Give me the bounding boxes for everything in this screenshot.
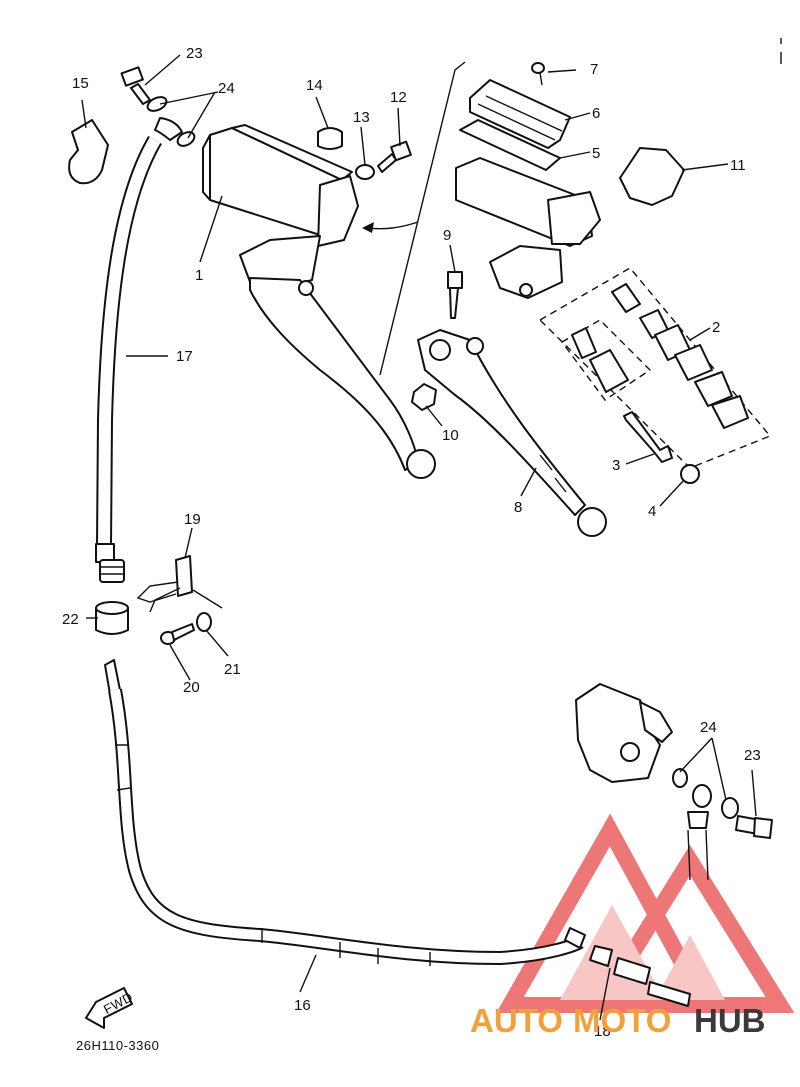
leader-lines	[81, 54, 757, 1021]
wordmark-hub: HUB	[694, 1002, 766, 1039]
part-23-banjo-bolt-lower	[735, 815, 773, 839]
callout-9: 9	[443, 227, 451, 244]
part-24-washer-e	[721, 797, 739, 819]
hose-lower-right	[687, 811, 709, 881]
wordmark-auto: AUTO	[470, 1002, 563, 1039]
callout-7: 7	[590, 61, 598, 78]
callout-labels: 23 24 15 14 13 12 7 6 5 11 1 9 2 3 4 8 1…	[62, 45, 761, 1040]
diagram-code: 26H110-3360	[76, 1038, 159, 1053]
part-18-fitting	[564, 927, 691, 1007]
automotohub-wordmark: AUTO MOTO HUB	[470, 1002, 766, 1039]
callout-17: 17	[176, 348, 193, 365]
part-8-master-cylinder-lever	[417, 157, 607, 537]
callout-21: 21	[224, 661, 241, 678]
part-22-grommet	[95, 601, 129, 635]
callout-14: 14	[306, 77, 323, 94]
callout-8: 8	[514, 499, 522, 516]
callout-3: 3	[612, 457, 620, 474]
callout-22: 22	[62, 611, 79, 628]
part-23-banjo-bolt-top	[120, 66, 151, 105]
callout-12: 12	[390, 89, 407, 106]
part-3-push-rod	[623, 411, 673, 463]
part-2-piston-kit	[538, 267, 772, 469]
part-24-washer-a	[146, 96, 168, 112]
callout-18: 18	[594, 1023, 611, 1040]
part-4-boot	[680, 464, 700, 484]
caliper	[575, 683, 673, 783]
callout-15: 15	[72, 75, 89, 92]
part-24-washer-c	[672, 768, 688, 788]
part-9-bolt	[447, 271, 463, 319]
part-15-cap	[68, 119, 109, 185]
callout-5: 5	[592, 145, 600, 162]
callout-2: 2	[712, 319, 720, 336]
part-24-washer-d	[692, 784, 712, 808]
callout-23-top: 23	[186, 45, 203, 62]
callout-16: 16	[294, 997, 311, 1014]
part-20-bolt	[160, 623, 195, 645]
part-10-nut	[411, 383, 437, 411]
part-7-screw	[531, 62, 545, 86]
part-11-clamp	[619, 147, 685, 206]
callout-19: 19	[184, 511, 201, 528]
part-1-master-cylinder	[202, 124, 436, 479]
callout-24-lower: 24	[700, 719, 717, 736]
part-6-reservoir-cover	[469, 79, 571, 149]
callout-10: 10	[442, 427, 459, 444]
callout-13: 13	[353, 109, 370, 126]
wordmark-moto: MOTO	[573, 1002, 671, 1039]
callout-24-top: 24	[218, 80, 235, 97]
automotohub-logo	[496, 813, 795, 1013]
part-19-bracket	[136, 555, 223, 613]
separator-line	[379, 61, 466, 376]
callout-23-lower: 23	[744, 747, 761, 764]
callout-1: 1	[195, 267, 203, 284]
part-21-washer	[196, 612, 212, 632]
part-12-bolt	[377, 140, 412, 173]
callout-11: 11	[730, 157, 746, 174]
part-17-brake-hose	[95, 117, 183, 583]
callout-20: 20	[183, 679, 200, 696]
callout-4: 4	[648, 503, 656, 520]
fwd-arrow-badge: FWD	[85, 987, 135, 1029]
part-14-cap	[317, 127, 343, 150]
callout-6: 6	[592, 105, 600, 122]
part-16-brake-hose	[104, 659, 584, 966]
part-13-nut	[355, 164, 375, 180]
